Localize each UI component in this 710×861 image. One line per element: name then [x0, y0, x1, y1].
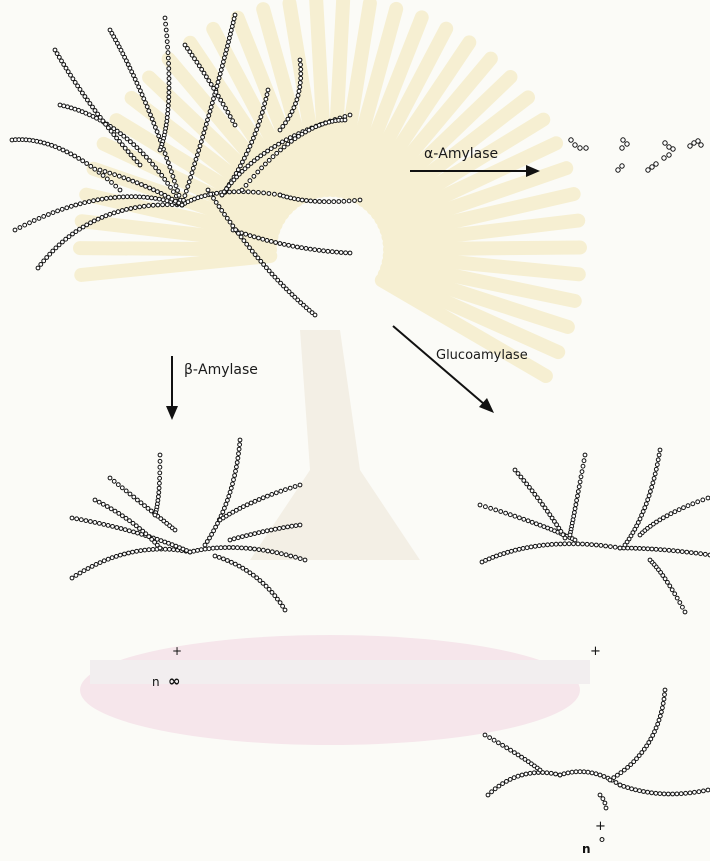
beta-limit-dextrin [70, 438, 307, 612]
glucose-symbol: ° [598, 834, 606, 853]
alpha-amylase-label: α-Amylase [424, 146, 498, 162]
watermark [80, 0, 590, 745]
gluco-dextrin-1 [478, 448, 710, 614]
alpha-products [569, 138, 703, 172]
arrow-beta [166, 356, 178, 420]
gluco-n-label: n [582, 842, 591, 856]
maltose-symbol: ∞ [168, 672, 181, 690]
beta-amylase-label: β-Amylase [184, 362, 258, 378]
gluco-plus-lower: + [595, 819, 606, 834]
gluco-plus-upper: + [590, 644, 601, 659]
glucoamylase-label: Glucoamylase [436, 348, 528, 363]
beta-n-label: n [152, 675, 160, 689]
beta-plus-sign: + [172, 644, 182, 658]
